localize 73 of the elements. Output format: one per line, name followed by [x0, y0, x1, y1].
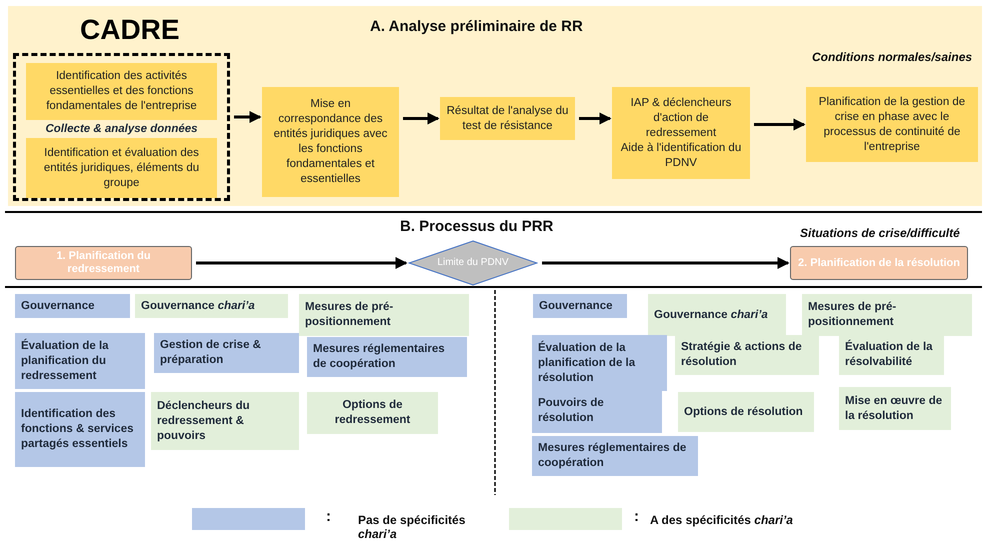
step-text: Planification de la gestion de crise en phase avec le processus de continuité de l'entreprise [818, 94, 966, 154]
step-text: Gouvernance chari’a [654, 308, 769, 322]
topic-box [532, 389, 662, 433]
topic-box [151, 392, 299, 450]
step-text: Mesures réglementaires de coopération [313, 342, 446, 372]
process-box [440, 97, 575, 140]
phase-box [15, 246, 192, 280]
step-text: Mesures de pré-positionnement [305, 300, 394, 330]
phase-box [790, 246, 968, 280]
step-text: Options de redressement [334, 398, 412, 428]
step-text: Identification et évaluation des entités juridiques, éléments du groupe [42, 146, 200, 190]
arrow [234, 111, 262, 123]
step-text: Limite du PDNV [437, 257, 509, 269]
legend-colon: : [634, 508, 639, 525]
topic-box [678, 392, 814, 432]
topic-box [532, 335, 667, 391]
step-text: Identification des fonctions & services partagés essentiels [21, 407, 134, 452]
step-text: IAP & déclencheurs d'action de redressement [630, 96, 732, 140]
process-box [26, 138, 217, 198]
topic-box [15, 333, 145, 389]
topic-box [15, 392, 145, 467]
topic-box [532, 436, 698, 476]
group-title: Collecte & analyse données [44, 122, 199, 137]
process-box [26, 63, 217, 120]
legend-text: A des spécificités chari’a [650, 513, 794, 527]
legend-text: Pas de spécificités chari’a [358, 513, 466, 541]
legend-colon: : [326, 508, 331, 525]
topic-box [307, 337, 467, 377]
arrow [196, 257, 408, 269]
group-frame [13, 53, 230, 201]
step-text: Mise en œuvre de la résolution [845, 394, 944, 424]
topic-box [802, 294, 972, 336]
step-text: Résultat de l'analyse du test de résistance [446, 104, 569, 134]
step-text: Identification des activités essentielles et des fonctions fondamentales de l'entreprise [45, 69, 198, 114]
step-text: 1. Planification du redressement [55, 250, 152, 276]
process-box [806, 87, 978, 162]
arrow [579, 112, 612, 124]
section-heading: A. Analyse préliminaire de RR [370, 18, 583, 35]
topic-box [307, 392, 438, 434]
step-text: Options de résolution [684, 404, 804, 420]
step-text: Mise en correspondance des entités juridiques avec les fonctions fondamentales et essentielles [272, 97, 388, 187]
condition-note: Conditions normales/saines [812, 50, 972, 64]
section-heading: B. Processus du PRR [400, 218, 554, 235]
topic-box [533, 294, 627, 318]
topic-box [15, 294, 130, 318]
topic-box [839, 387, 951, 430]
topic-box [675, 335, 819, 375]
topic-box [299, 294, 469, 336]
arrow [403, 112, 440, 124]
step-text: Pouvoirs de résolution [538, 396, 605, 426]
step-text: Gouvernance [21, 298, 96, 314]
step-text: 2. Planification de la résolution [798, 256, 960, 270]
process-box [262, 87, 399, 197]
step-text: Évaluation de la résolvabilité [845, 340, 934, 370]
condition-note: Situations de crise/difficulté [800, 226, 960, 240]
topic-box [648, 294, 786, 336]
step-text: Évaluation de la planification de la résolution [538, 340, 636, 386]
step-text: Stratégie & actions de résolution [681, 340, 803, 370]
step-text: Aide à l'identification du PDNV [620, 140, 742, 170]
step-text: Mesures réglementaires de coopération [538, 441, 688, 471]
framework-title: CADRE [80, 14, 180, 46]
topic-box [135, 294, 288, 318]
step-text: Gestion de crise & préparation [160, 338, 262, 368]
step-text: Mesures de pré-positionnement [808, 300, 898, 330]
arrow [754, 118, 806, 130]
step-text: Gouvernance [539, 298, 614, 314]
process-box [612, 87, 750, 179]
step-text: Gouvernance chari’a [141, 298, 256, 314]
topic-box [154, 333, 299, 373]
step-text: Déclencheurs du redressement & pouvoirs [157, 398, 251, 444]
arrow [542, 257, 790, 269]
topic-box [839, 335, 944, 375]
step-text: Évaluation de la planification du redressement [21, 338, 110, 384]
